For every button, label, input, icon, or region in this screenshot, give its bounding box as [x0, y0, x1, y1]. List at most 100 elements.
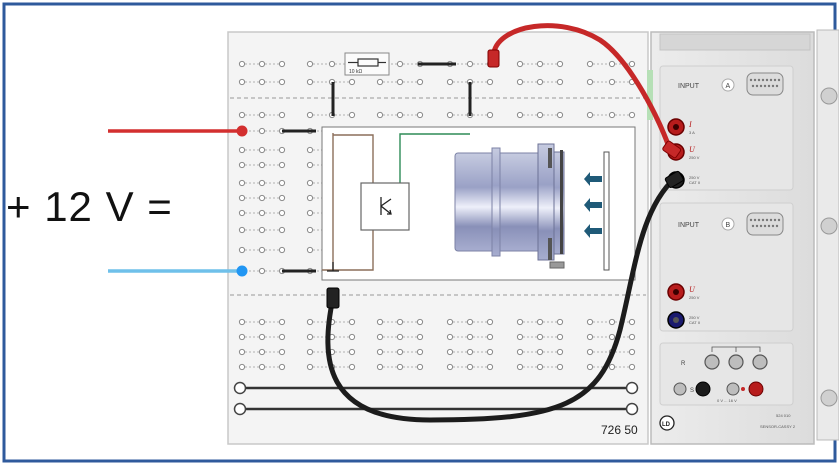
board-socket — [486, 111, 494, 119]
board-socket — [396, 363, 404, 371]
board-socket — [376, 318, 384, 326]
output-black-socket[interactable] — [695, 381, 711, 397]
board-socket — [556, 78, 564, 86]
board-socket — [258, 246, 266, 254]
output-red-socket[interactable] — [748, 381, 764, 397]
board-socket — [278, 194, 286, 202]
board-socket — [258, 60, 266, 68]
board-socket — [486, 333, 494, 341]
board-socket — [586, 111, 594, 119]
board-socket — [396, 78, 404, 86]
board-socket — [416, 363, 424, 371]
relay-socket-2[interactable] — [728, 354, 744, 370]
board-socket — [278, 60, 286, 68]
relay-r-label: R — [681, 361, 686, 367]
board-socket — [238, 78, 246, 86]
relay-socket-1[interactable] — [704, 354, 720, 370]
status-led-red — [741, 387, 745, 391]
dsub-pin — [755, 84, 759, 88]
red-measurement-cable — [491, 23, 673, 153]
board-socket — [516, 363, 524, 371]
current-range: 3 A — [689, 130, 695, 135]
range-note: 0 V ... 16 V — [717, 398, 737, 403]
board-socket — [396, 111, 404, 119]
dsub-pin — [753, 78, 757, 82]
dsub-pin — [765, 78, 769, 82]
board-socket — [396, 318, 404, 326]
dsub-pin — [751, 224, 755, 228]
board-socket — [608, 78, 616, 86]
rail-terminal — [625, 381, 639, 395]
board-socket — [258, 348, 266, 356]
board-socket — [416, 111, 424, 119]
board-socket — [516, 333, 524, 341]
board-socket — [376, 348, 384, 356]
board-socket — [446, 78, 454, 86]
input-b-letter: B — [726, 222, 731, 229]
board-socket — [446, 348, 454, 356]
board-socket — [446, 363, 454, 371]
board-socket — [628, 348, 636, 356]
board-socket — [278, 146, 286, 154]
board-socket — [258, 363, 266, 371]
voltage-range-b: 250 V — [689, 295, 700, 300]
board-socket — [258, 179, 266, 187]
rail-terminal — [233, 381, 247, 395]
output-grey-socket[interactable] — [726, 382, 740, 396]
board-socket — [516, 348, 524, 356]
dsub-pin — [751, 84, 755, 88]
board-socket — [516, 318, 524, 326]
relay-socket-3[interactable] — [752, 354, 768, 370]
dsub-pin — [767, 224, 771, 228]
board-socket — [258, 318, 266, 326]
board-number: 726 50 — [601, 423, 638, 437]
green-indicator-strip — [647, 70, 653, 120]
board-socket — [466, 318, 474, 326]
dsub-pin — [771, 84, 775, 88]
red-supply-terminal — [236, 125, 248, 137]
input-a-dsub-connector — [746, 72, 784, 96]
s-socket[interactable] — [673, 382, 687, 396]
board-socket — [608, 60, 616, 68]
rail-terminal — [233, 402, 247, 416]
board-socket — [556, 348, 564, 356]
board-socket — [348, 111, 356, 119]
current-symbol: I — [688, 120, 692, 129]
board-socket — [628, 363, 636, 371]
board-socket — [306, 318, 314, 326]
board-socket — [278, 226, 286, 234]
dsub-pin — [775, 84, 779, 88]
board-socket — [278, 179, 286, 187]
dsub-pin — [777, 218, 781, 222]
board-socket — [486, 78, 494, 86]
ground-symbol — [327, 262, 339, 272]
board-socket — [306, 60, 314, 68]
ground-socket-b-hole — [673, 317, 679, 323]
ground-note-a-1: 250 V — [689, 175, 700, 180]
board-socket — [238, 226, 246, 234]
board-socket — [238, 209, 246, 217]
board-socket — [306, 226, 314, 234]
adjacent-device-edge — [816, 29, 839, 441]
board-socket — [486, 318, 494, 326]
board-socket — [536, 318, 544, 326]
board-socket — [306, 161, 314, 169]
board-socket — [628, 333, 636, 341]
hall-sensor-box — [360, 182, 410, 231]
board-socket — [278, 333, 286, 341]
coil-assembly — [454, 143, 565, 269]
board-socket — [416, 318, 424, 326]
board-socket — [306, 333, 314, 341]
board-socket — [238, 318, 246, 326]
board-socket — [486, 348, 494, 356]
board-socket — [586, 348, 594, 356]
board-socket — [586, 318, 594, 326]
supply-voltage-label: + 12 V = — [6, 183, 173, 230]
dsub-pin — [767, 84, 771, 88]
board-socket — [466, 348, 474, 356]
board-socket — [258, 78, 266, 86]
black-plug-cassy — [664, 170, 684, 188]
board-socket — [238, 194, 246, 202]
board-socket — [536, 363, 544, 371]
board-socket — [238, 60, 246, 68]
